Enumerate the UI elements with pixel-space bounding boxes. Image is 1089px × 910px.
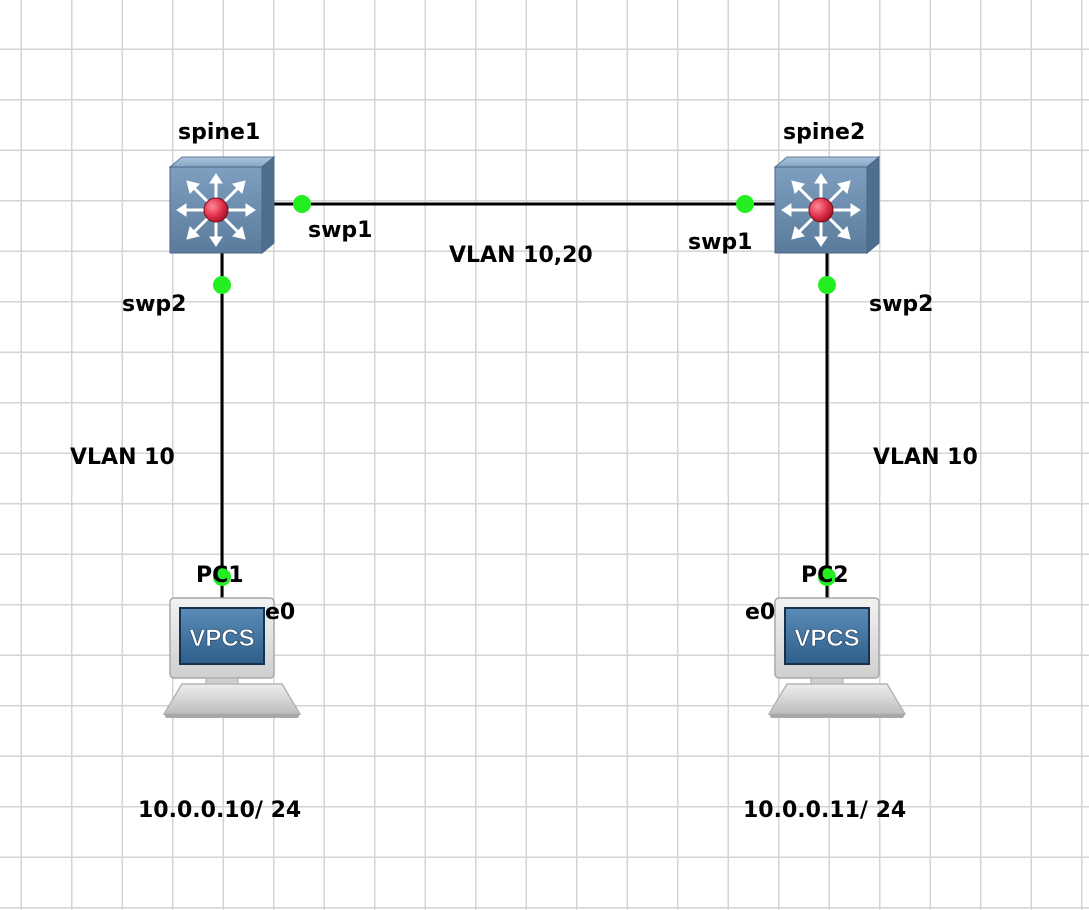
switch-spine1[interactable] (168, 155, 276, 255)
port-label-pc2-e0: e0 (745, 600, 776, 625)
device-label-spine1[interactable]: spine1 (178, 120, 261, 145)
port-dot-spine1-swp2[interactable] (213, 276, 231, 294)
device-label-pc1[interactable]: PC1 (196, 563, 244, 588)
ip-label-pc1[interactable]: 10.0.0.10/ 24 (138, 798, 302, 823)
device-label-pc2[interactable]: PC2 (801, 563, 849, 588)
port-label-spine1-swp2: swp2 (122, 292, 187, 317)
vpcs-pc1[interactable]: VPCS (163, 597, 301, 719)
port-dot-spine2-swp2[interactable] (818, 276, 836, 294)
port-label-spine2-swp2: swp2 (869, 292, 934, 317)
link-label-vlan-right[interactable]: VLAN 10 (873, 445, 978, 470)
ip-label-pc2[interactable]: 10.0.0.11/ 24 (743, 798, 907, 823)
pc2-screen-text: VPCS (794, 625, 859, 652)
port-dot-spine1-swp1[interactable] (293, 195, 311, 213)
port-dot-pc1-e0[interactable] (213, 568, 231, 586)
device-label-spine2[interactable]: spine2 (783, 120, 866, 145)
port-label-spine1-swp1: swp1 (308, 218, 373, 243)
pc1-screen-text: VPCS (189, 625, 254, 652)
port-label-pc1-e0: e0 (265, 600, 296, 625)
link-label-vlan-left[interactable]: VLAN 10 (70, 445, 175, 470)
switch-spine2[interactable] (773, 155, 881, 255)
link-label-trunk[interactable]: VLAN 10,20 (449, 243, 593, 268)
port-label-spine2-swp1: swp1 (688, 230, 753, 255)
vpcs-pc2[interactable]: VPCS (768, 597, 906, 719)
port-dot-pc2-e0[interactable] (818, 568, 836, 586)
port-dot-spine2-swp1[interactable] (736, 195, 754, 213)
